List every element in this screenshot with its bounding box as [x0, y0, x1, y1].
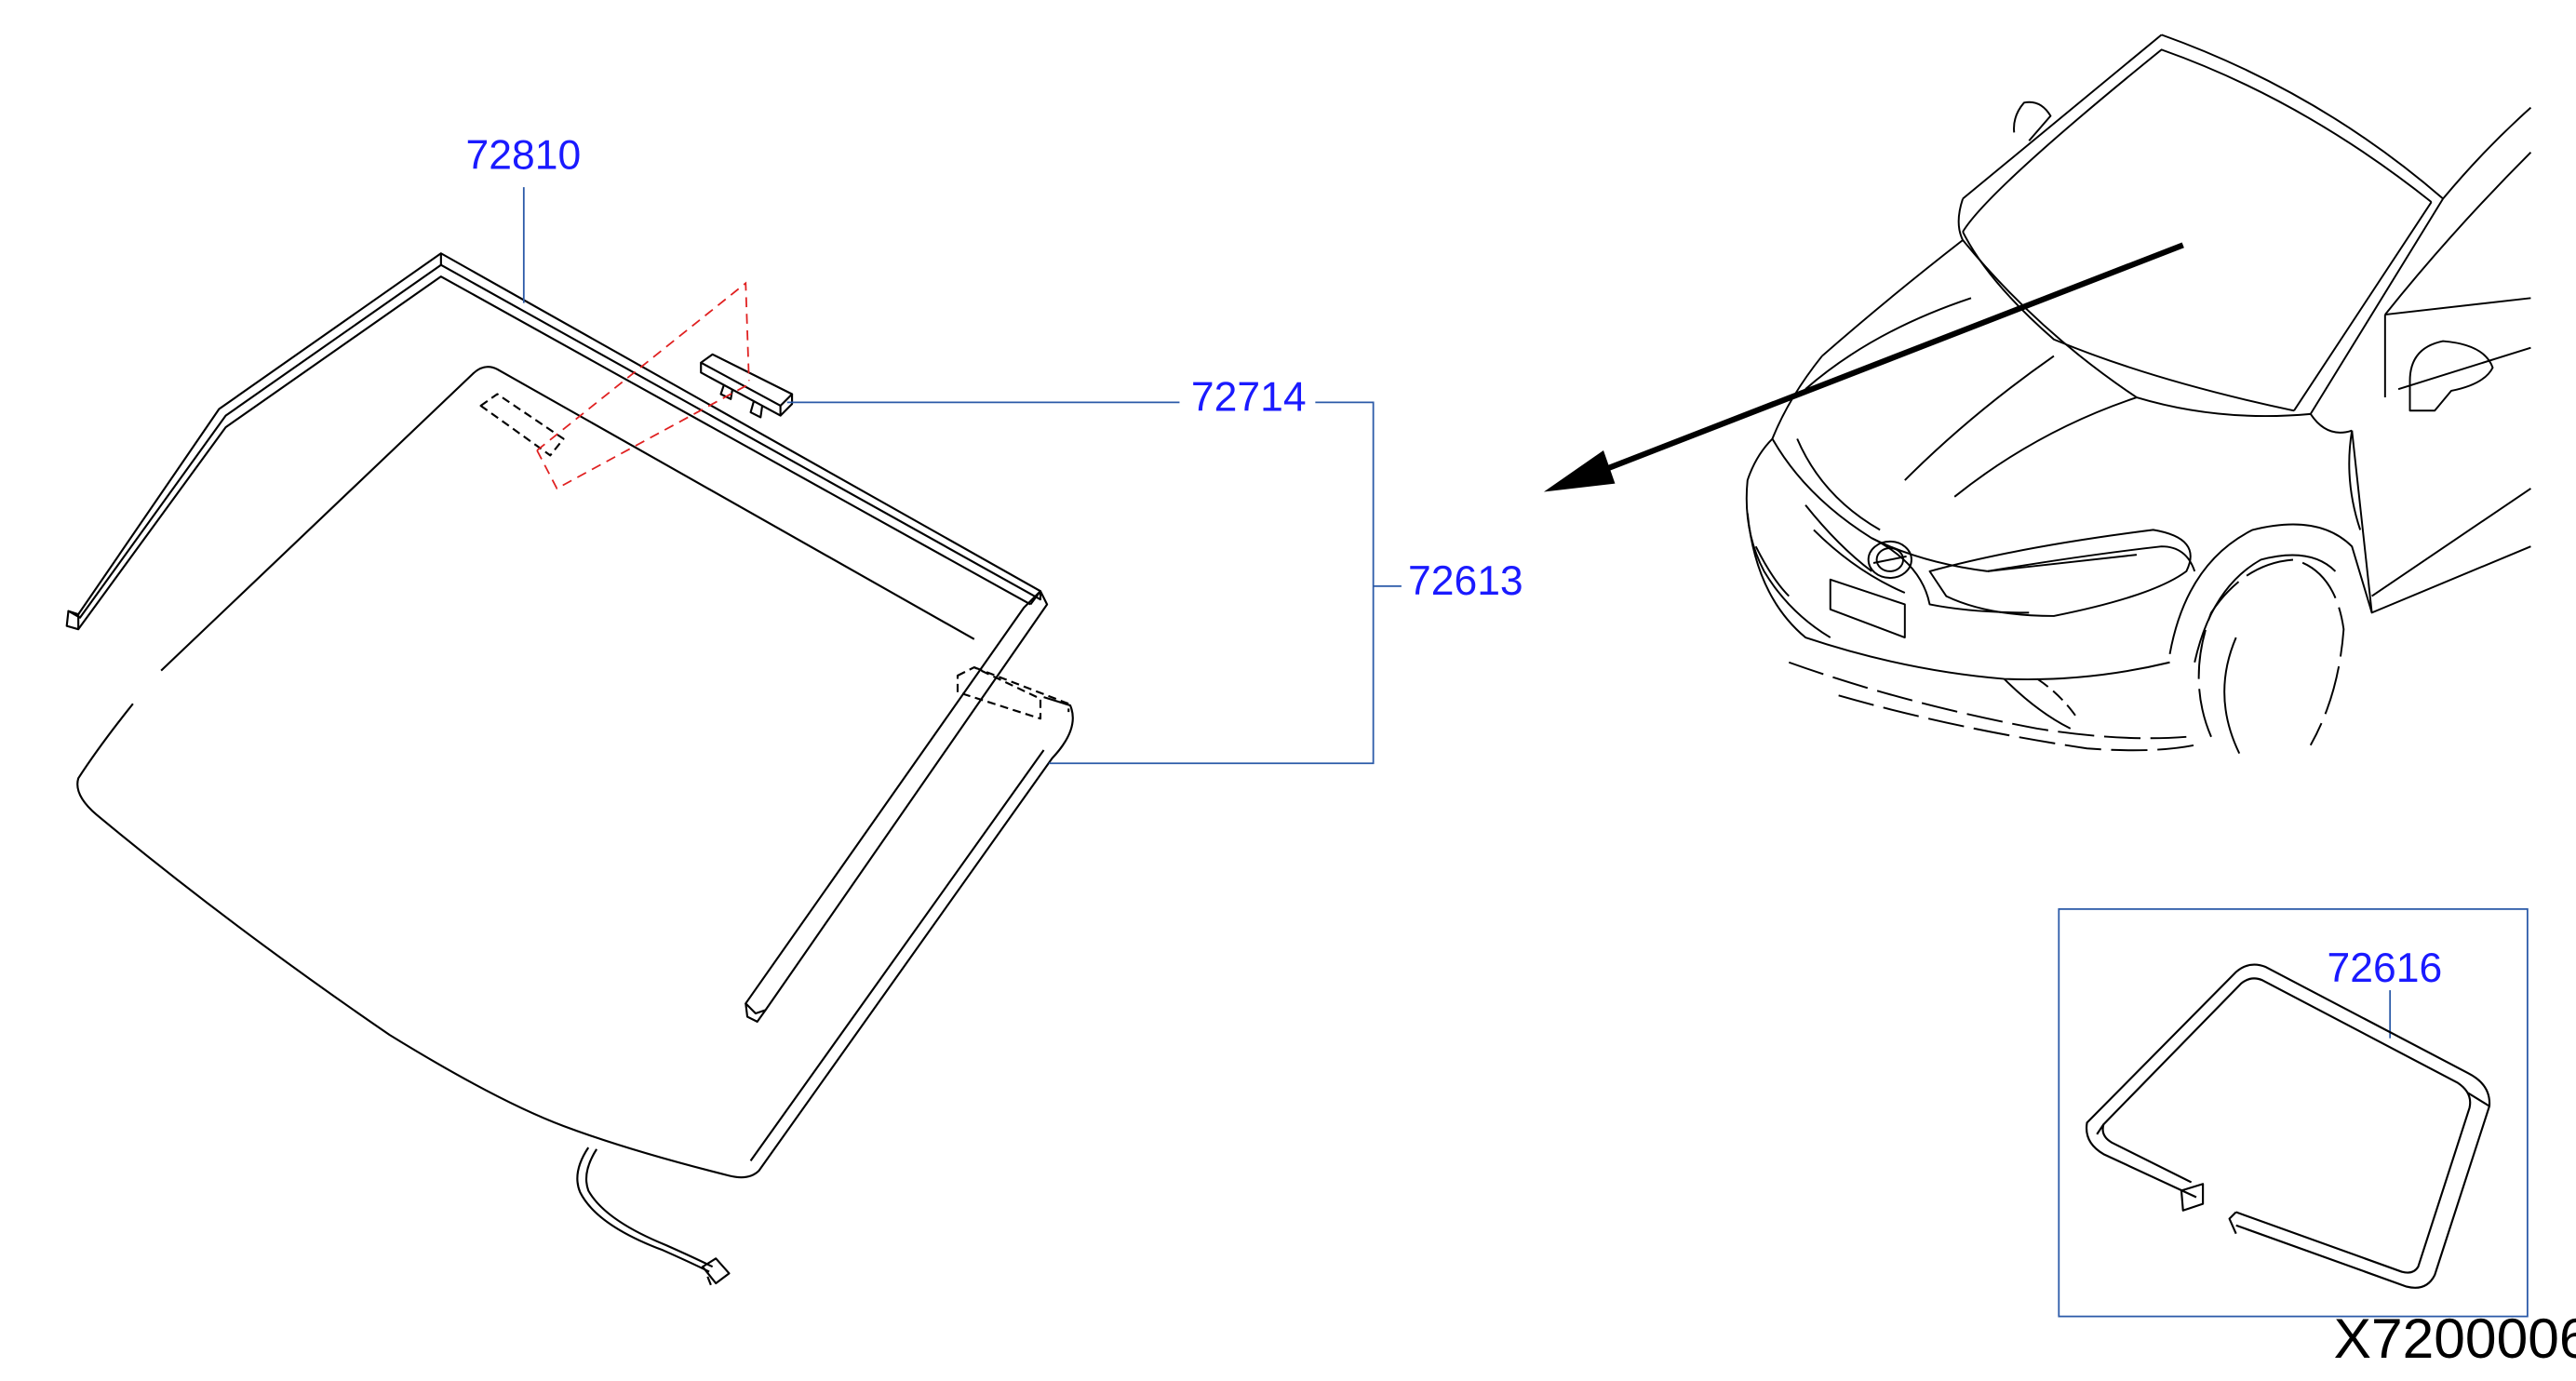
sensor-location-hint [536, 281, 750, 490]
dashed-outline [479, 393, 1070, 720]
windshield-glass [76, 366, 1074, 1179]
wiring-harness [576, 1146, 731, 1286]
inset-molding-loop [2085, 963, 2491, 1289]
diagram-id: X7200006 [2334, 1307, 2576, 1370]
inset-box [2058, 907, 2529, 1318]
callout-72714: 72714 [1191, 374, 1307, 420]
car-front-view [1745, 34, 2532, 755]
direction-arrow [1543, 242, 2184, 492]
windshield-molding [65, 252, 1042, 631]
leader-lines [522, 187, 2392, 1039]
side-molding [745, 590, 1049, 1023]
callout-72810: 72810 [466, 132, 582, 178]
callout-72613: 72613 [1408, 558, 1523, 604]
windshield-assembly [65, 252, 1074, 1286]
callout-72616: 72616 [2328, 945, 2443, 991]
rain-sensor [700, 353, 794, 419]
